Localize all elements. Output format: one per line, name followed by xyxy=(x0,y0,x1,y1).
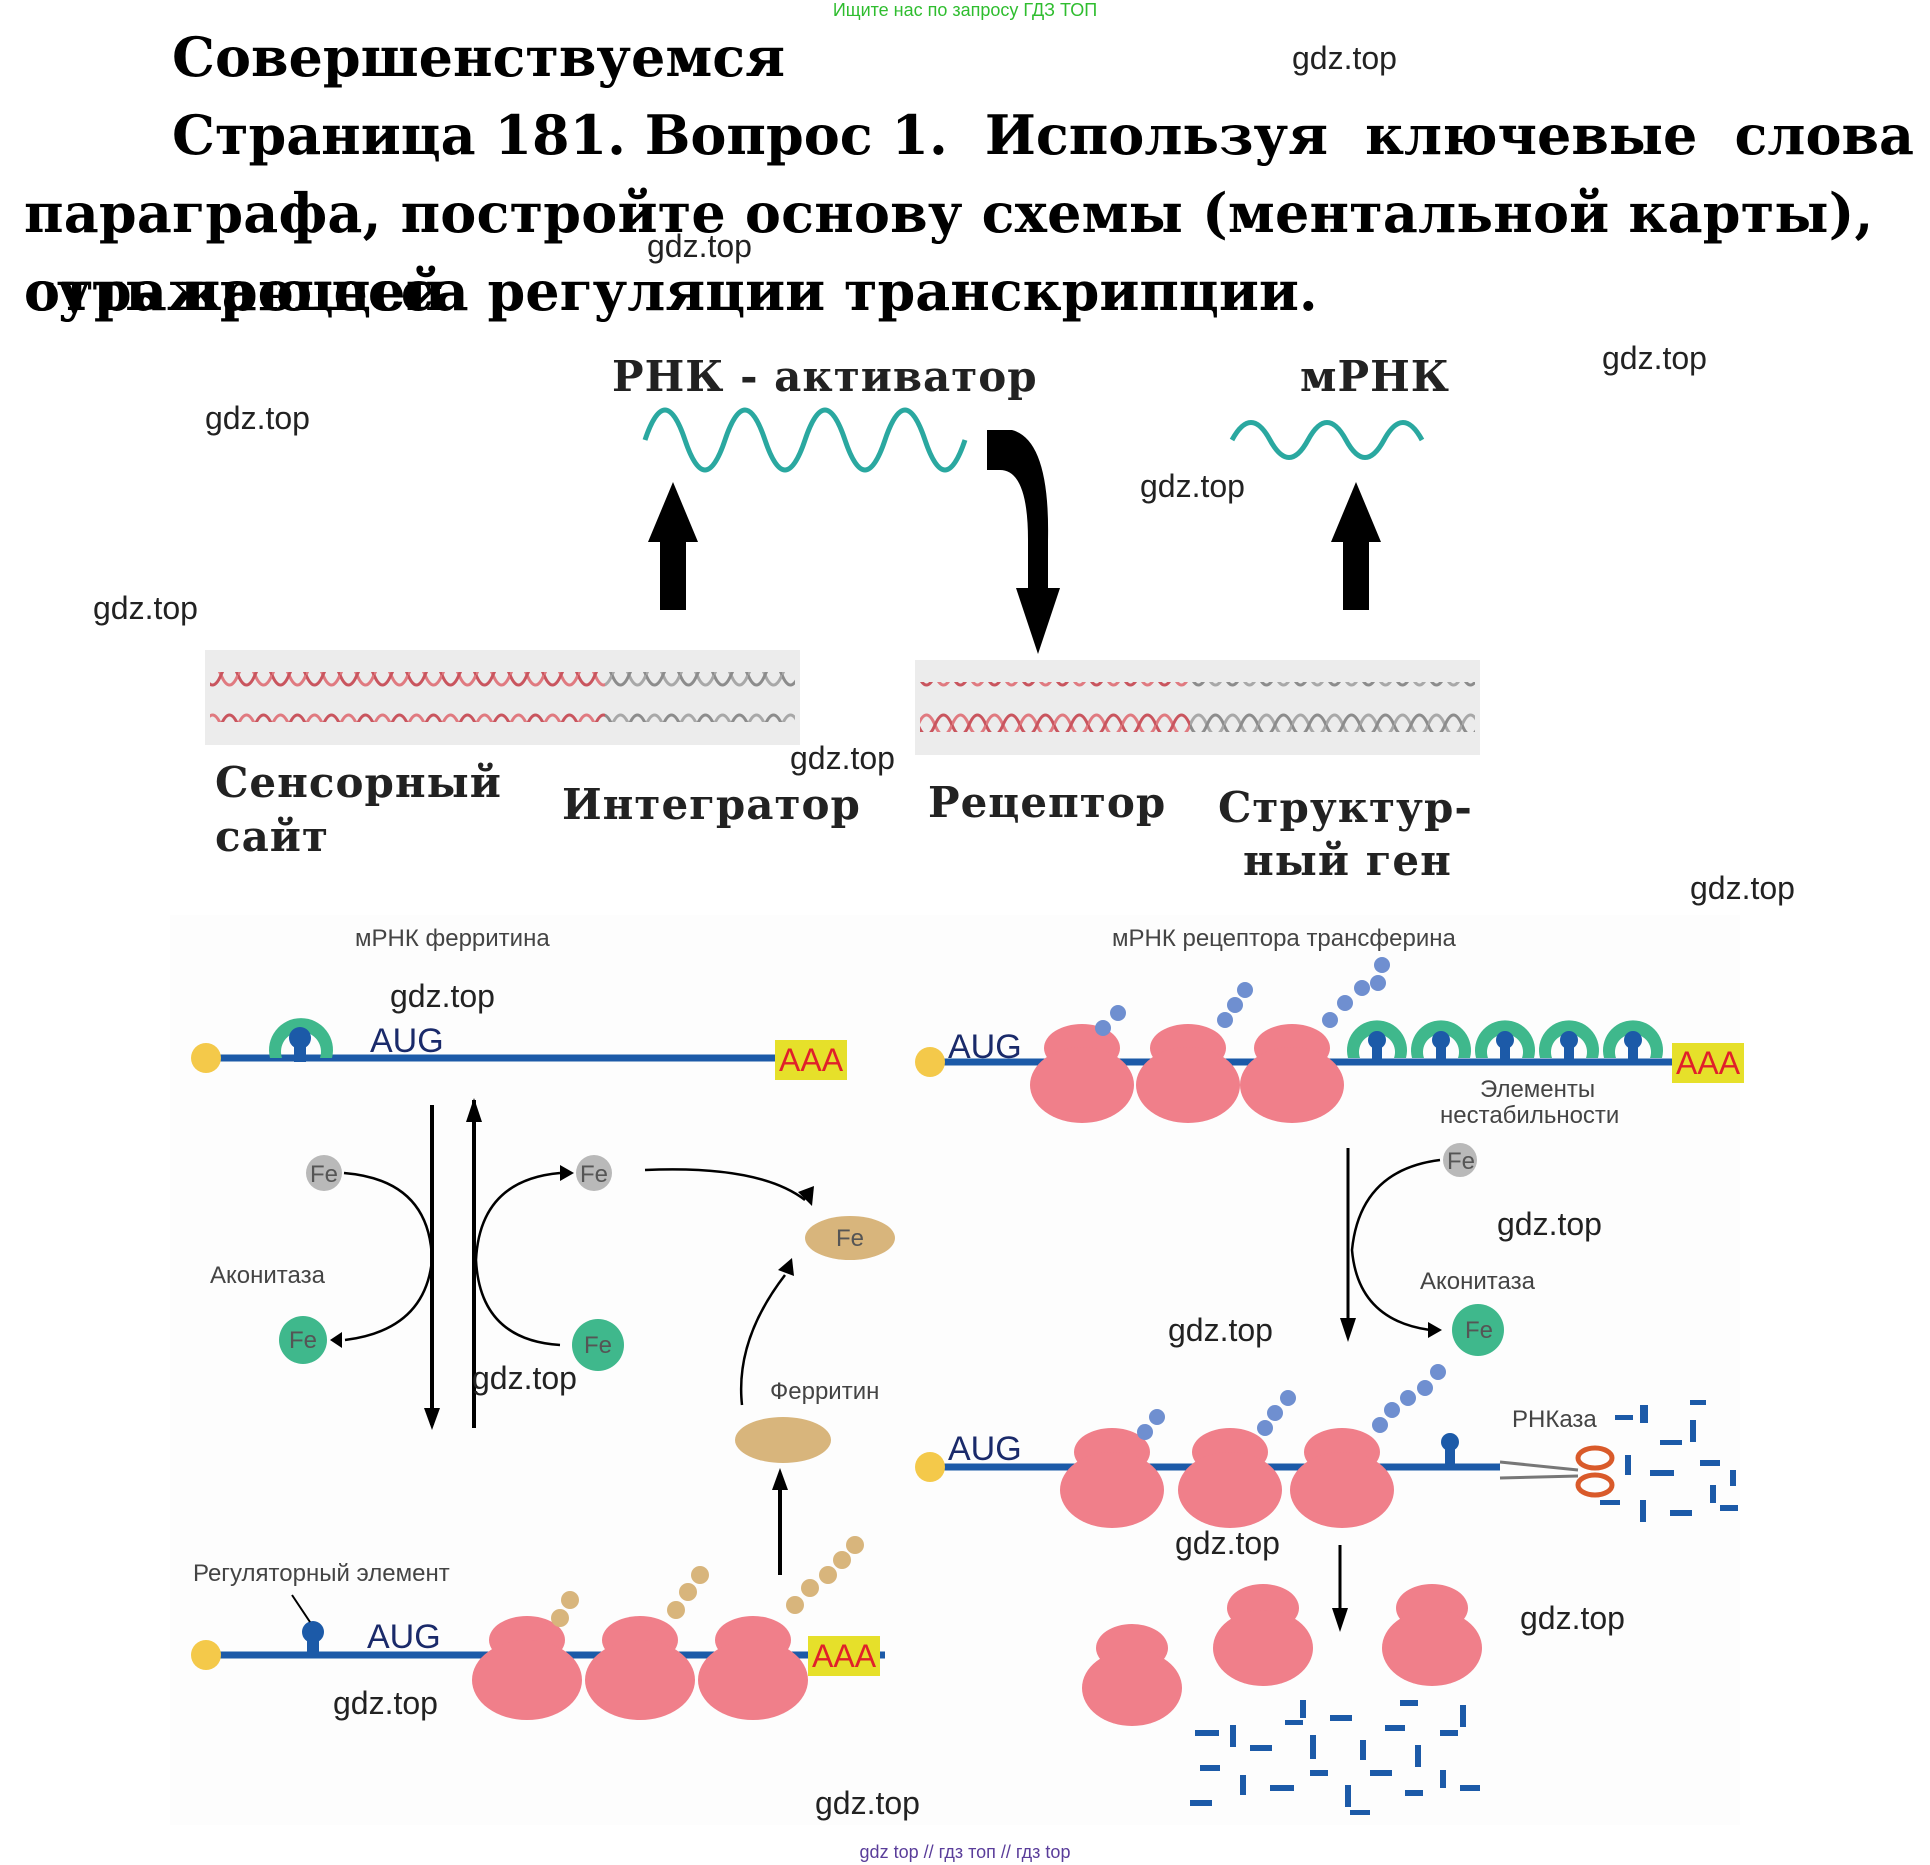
fe-gray-icon xyxy=(1443,1143,1477,1177)
aaa-label: AAA xyxy=(1672,1043,1745,1083)
watermark: gdz.top xyxy=(1168,1312,1273,1348)
ribosome-icon xyxy=(1082,1584,1482,1726)
fe-label: Fe xyxy=(1465,1317,1494,1344)
watermark: gdz.top xyxy=(390,978,495,1014)
fe-label: Fe xyxy=(1447,1148,1476,1175)
top-banner: Ищите нас по запросу ГДЗ ТОП xyxy=(832,0,1098,20)
ferritin-fe-icon xyxy=(805,1216,895,1260)
regulatory-element-icon xyxy=(289,1027,311,1062)
watermark: gdz.top xyxy=(1497,1206,1602,1242)
heading-line-4: суть процесса регуляции транскрипции. xyxy=(24,259,1318,323)
rnase-label: РНКаза xyxy=(1512,1406,1597,1433)
transferrin-mrna-title: мРНК рецептора трансферина xyxy=(1112,925,1456,952)
aug-label: AUG xyxy=(948,1028,1022,1066)
regulatory-element-label: Регуляторный элемент xyxy=(193,1560,450,1587)
heading-line-3: параграфа, постройте основу схемы (мента… xyxy=(24,181,1874,323)
rna-activator-wave xyxy=(642,407,968,473)
fe-label: Fe xyxy=(584,1332,613,1359)
watermark: gdz.top xyxy=(1520,1600,1625,1636)
aconitase-fe-icon xyxy=(572,1319,624,1371)
ribosome-icon xyxy=(1060,1428,1394,1528)
watermark: gdz.top xyxy=(815,1785,920,1821)
aconitase-label: Аконитаза xyxy=(210,1262,325,1289)
heading-line-1: Совершенствуемся xyxy=(172,25,786,89)
aug-label: AUG xyxy=(948,1430,1022,1468)
fe-label: Fe xyxy=(836,1225,865,1252)
dna-band-left-gray xyxy=(605,672,795,722)
aconitase-icon xyxy=(269,1018,333,1058)
watermark: gdz.top xyxy=(333,1685,438,1721)
heading-word: ключевые xyxy=(1365,103,1698,167)
dna-band-left-red xyxy=(210,672,605,722)
up-arrow-right xyxy=(1331,482,1381,610)
rna-activator-label: РНК - активатор xyxy=(612,352,1038,401)
watermark: gdz.top xyxy=(1602,340,1707,376)
watermark: gdz.top xyxy=(205,400,310,436)
instability-label-2: нестабильности xyxy=(1440,1102,1620,1129)
aaa-label: AAA xyxy=(775,1040,848,1080)
fe-gray-icon xyxy=(576,1155,612,1191)
ribosome-icon xyxy=(1030,1024,1344,1123)
instability-element-icon xyxy=(1441,1433,1459,1464)
aconitase-icon xyxy=(1347,1020,1663,1058)
instability-element-icon xyxy=(1368,1031,1642,1060)
mrna-label: мРНК xyxy=(1300,352,1450,401)
peptide-chain-icon xyxy=(1095,957,1390,1036)
curved-arrow-down xyxy=(987,430,1060,654)
integrator-label: Интегратор xyxy=(562,780,861,829)
up-arrow-left xyxy=(648,482,698,610)
sensor-site-label-1: Сенсорный xyxy=(215,758,502,807)
heading-word: слова xyxy=(1734,103,1914,167)
dna-band-right-gray xyxy=(1190,682,1475,732)
ferritin-label: Ферритин xyxy=(770,1378,880,1405)
ribosome-icon xyxy=(472,1616,808,1720)
dna-band-right-red xyxy=(920,682,1190,732)
aug-label: AUG xyxy=(367,1618,441,1656)
watermark: gdz.top xyxy=(1292,40,1397,76)
watermark: gdz.top xyxy=(1140,468,1245,504)
fe-label: Fe xyxy=(310,1161,339,1188)
ferritin-icon xyxy=(735,1417,831,1463)
rna-fragments-icon xyxy=(1600,1400,1738,1522)
scissors-icon xyxy=(1499,1445,1615,1498)
watermark: gdz.top xyxy=(472,1360,577,1396)
regulatory-element-icon xyxy=(302,1621,324,1656)
peptide-chain-icon xyxy=(1137,1364,1446,1440)
watermark: gdz.top xyxy=(93,590,198,626)
structural-gene-label-2: ный ген xyxy=(1243,836,1452,885)
heading-word: Используя xyxy=(984,103,1328,167)
structural-gene-label-1: Структур- xyxy=(1218,783,1473,832)
fe-label: Fe xyxy=(289,1327,318,1354)
aconitase-fe-icon xyxy=(1452,1304,1504,1356)
aconitase-label: Аконитаза xyxy=(1420,1268,1535,1295)
receptor-label: Рецептор xyxy=(928,778,1167,827)
fe-label: Fe xyxy=(580,1161,609,1188)
ferritin-mrna-title: мРНК ферритина xyxy=(355,925,550,952)
sensor-site-label-2: сайт xyxy=(215,812,329,861)
mrna-wave xyxy=(1229,420,1425,460)
watermark: gdz.top xyxy=(1690,870,1795,906)
watermark: gdz.top xyxy=(1175,1525,1280,1561)
footer-links: gdz top // гдз топ // гдз top xyxy=(859,1842,1071,1862)
peptide-chain-icon xyxy=(551,1536,864,1627)
watermark: gdz.top xyxy=(647,228,752,264)
heading-word: Страница 181. Вопрос 1. xyxy=(172,103,948,167)
instability-label-1: Элементы xyxy=(1480,1076,1596,1103)
rna-fragments-icon xyxy=(1190,1700,1480,1815)
watermark: gdz.top xyxy=(790,740,895,776)
aug-label: AUG xyxy=(370,1022,444,1060)
fe-gray-icon xyxy=(306,1155,342,1191)
aconitase-fe-icon xyxy=(279,1316,327,1364)
heading-line-2: Страница 181. Вопрос 1. Используя ключев… xyxy=(172,96,1914,174)
aaa-label: AAA xyxy=(808,1636,881,1676)
